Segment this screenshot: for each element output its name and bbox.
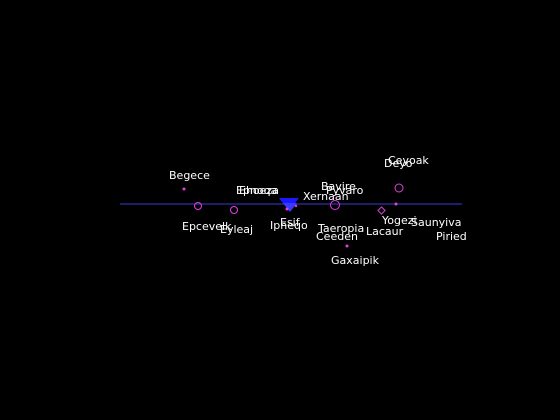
place-label-bavire: Bavire xyxy=(321,180,356,193)
place-label-pyvaro: Pyvaro xyxy=(326,184,364,197)
place-label-ceyoak: Ceyoak xyxy=(388,154,429,167)
place-label-taeropia: Taeropia xyxy=(317,222,364,235)
place-label-xernaan: Xernaan xyxy=(303,190,349,203)
place-label-eyleaj: Eyleaj xyxy=(220,223,253,236)
lacaur-marker-icon xyxy=(377,206,386,215)
place-label-esif: Esif xyxy=(280,216,301,229)
begece-marker-icon xyxy=(182,187,186,191)
gaxaipik-marker-icon xyxy=(345,244,349,248)
place-label-begece: Begece xyxy=(169,169,210,182)
place-label-yogezi: Yogezi xyxy=(381,214,417,227)
place-label-lacaur: Lacaur xyxy=(366,225,404,238)
unnamed-ring-marker-icon xyxy=(330,200,340,210)
highlight-cluster-icon xyxy=(279,198,299,212)
place-label-ceeden: Ceeden xyxy=(316,230,358,243)
place-label-epnoqa: Epnoqa xyxy=(236,184,277,197)
place-label-piried: Piried xyxy=(436,230,467,243)
eyleaj-marker-icon xyxy=(230,206,238,214)
place-label-ipneqo: Ipneqo xyxy=(270,219,308,232)
yogezi-marker-icon xyxy=(394,202,398,206)
place-label-epcevelk: Epcevelk xyxy=(182,220,232,233)
xernaan-marker-icon xyxy=(294,204,298,208)
place-label-deyo: Deyo xyxy=(384,157,413,170)
epcevelk-marker-icon xyxy=(194,202,202,210)
place-label-saunyiva: Saunyiva xyxy=(411,216,461,229)
place-label-ehoeza: Ehoeza xyxy=(239,184,279,197)
ipneqo-marker-icon xyxy=(285,207,289,211)
place-label-gaxaipik: Gaxaipik xyxy=(331,254,380,267)
deyo-marker-icon xyxy=(394,183,404,193)
